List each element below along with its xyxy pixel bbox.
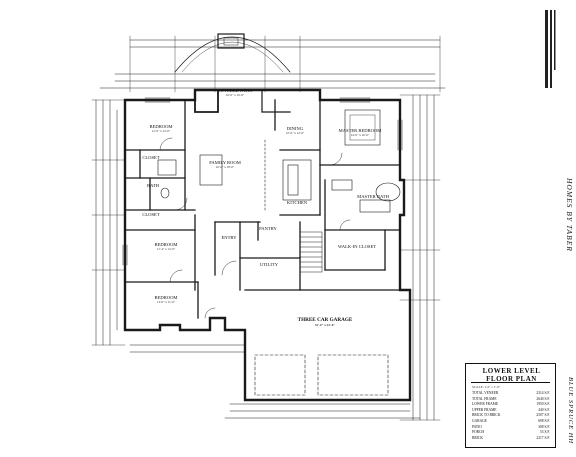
dimension-lines-left xyxy=(91,99,126,346)
area-row: PATIO 308 S.F. xyxy=(472,425,550,431)
room-dims: 16'-0" x 18'-0" xyxy=(215,165,235,169)
room-name: MASTER BEDROOM xyxy=(338,128,382,133)
area-label: GARAGE xyxy=(472,418,487,423)
room-label-bedroom-sw: BEDROOM 13'-0" x 11'-0" xyxy=(145,295,187,304)
room-label-bath: BATH xyxy=(147,183,159,188)
area-label: BRICK xyxy=(472,435,483,440)
area-value: 53 S.F. xyxy=(540,430,550,435)
room-dims: 14'-0" x 16'-0" xyxy=(350,133,370,137)
room-name: COVERED PATIO xyxy=(217,88,253,93)
area-row: BRICK TO BRICK 2507 S.F. xyxy=(472,413,550,419)
area-row: TOTAL VENEER 2314 S.F. xyxy=(472,391,550,397)
room-label-utility: UTILITY xyxy=(259,262,279,267)
area-row: GARAGE 698 S.F. xyxy=(472,419,550,425)
room-name: BEDROOM xyxy=(154,242,178,247)
room-label-bedroom-nw: BEDROOM 12'-0" x 12'-0" xyxy=(140,124,182,133)
room-dims: 16'-0" x 10'-0" xyxy=(225,93,245,97)
area-label: UPPER FRAME xyxy=(472,407,497,412)
room-label-walk-in-closet: WALK-IN CLOSET xyxy=(337,244,377,249)
plan-title: LOWER LEVEL FLOOR PLAN xyxy=(472,367,551,383)
room-label-bedroom-w: BEDROOM 11'-4" x 12'-0" xyxy=(145,242,187,251)
room-label-pantry: PANTRY xyxy=(259,226,277,231)
area-value: 440 S.F. xyxy=(538,407,550,412)
room-label-family-room: FAMILY ROOM 16'-0" x 18'-0" xyxy=(200,160,250,169)
area-label: BRICK TO BRICK xyxy=(472,413,501,418)
room-label-dining: DINING 12'-0" x 12'-0" xyxy=(275,126,315,135)
area-row: LOWER FRAME 1950 S.F. xyxy=(472,402,550,408)
plan-title-line-1: LOWER LEVEL xyxy=(482,367,541,375)
builder-name: HOMES BY TABER xyxy=(565,178,574,252)
room-label-closet-1: CLOSET xyxy=(142,155,160,160)
area-schedule: TOTAL VENEER 2314 S.F. TOTAL FRAME 2640 S.F… xyxy=(472,391,550,441)
room-label-kitchen: KITCHEN xyxy=(286,200,308,205)
room-label-garage: THREE CAR GARAGE 32'-0" x 24'-0" xyxy=(280,317,370,327)
door-swings xyxy=(159,137,351,319)
general-notes-strip xyxy=(545,10,556,88)
room-name: BEDROOM xyxy=(149,124,173,129)
area-value: 2217 S.F. xyxy=(536,435,550,440)
area-row: UPPER FRAME 440 S.F. xyxy=(472,408,550,414)
room-dims: 11'-4" x 12'-0" xyxy=(156,247,176,251)
room-label-entry: ENTRY xyxy=(221,235,237,240)
plan-scale: SCALE: 1/4" = 1'-0" xyxy=(472,385,501,389)
room-label-closet-2: CLOSET xyxy=(142,212,160,217)
fixtures xyxy=(157,109,401,213)
area-row: TOTAL FRAME 2640 S.F. xyxy=(472,397,550,403)
plan-title-line-2: FLOOR PLAN xyxy=(486,375,537,383)
covered-patio-arch xyxy=(174,33,291,73)
room-label-master-bath: MASTER BATH xyxy=(357,194,389,199)
room-name: DINING xyxy=(286,126,304,131)
garage-doors xyxy=(254,354,389,396)
area-value: 1950 S.F. xyxy=(536,402,550,407)
room-label-master-bedroom: MASTER BEDROOM 14'-0" x 16'-0" xyxy=(335,128,385,137)
area-row: BRICK 2217 S.F. xyxy=(472,436,550,442)
area-value: 698 S.F. xyxy=(538,418,550,423)
room-dims: 12'-0" x 12'-0" xyxy=(285,131,305,135)
room-dims: 12'-0" x 12'-0" xyxy=(151,129,171,133)
dimension-lines-top xyxy=(99,35,446,93)
area-label: PATIO xyxy=(472,424,482,429)
title-block: LOWER LEVEL FLOOR PLAN SCALE: 1/4" = 1'-… xyxy=(465,363,556,448)
area-value: 2314 S.F. xyxy=(536,391,550,395)
room-name: THREE CAR GARAGE xyxy=(297,317,353,323)
area-value: 2507 S.F. xyxy=(536,413,550,418)
title-divider xyxy=(471,382,550,383)
room-label-covered-patio: COVERED PATIO 16'-0" x 10'-0" xyxy=(210,88,260,97)
room-dims: 13'-0" x 11'-0" xyxy=(156,300,176,304)
room-name: FAMILY ROOM xyxy=(209,160,241,165)
stair xyxy=(299,231,323,273)
room-name: BEDROOM xyxy=(154,295,178,300)
area-label: PORCH xyxy=(472,430,484,435)
area-label: LOWER FRAME xyxy=(472,402,499,407)
windows xyxy=(122,97,403,266)
area-value: 308 S.F. xyxy=(538,424,550,429)
area-label: TOTAL FRAME xyxy=(472,396,497,401)
dimension-lines-bottom xyxy=(129,344,421,419)
area-row: PORCH 53 S.F. xyxy=(472,430,550,436)
dimension-lines-right xyxy=(399,94,441,421)
room-dims: 32'-0" x 24'-0" xyxy=(314,323,336,327)
area-label: TOTAL VENEER xyxy=(472,391,499,395)
area-value: 2640 S.F. xyxy=(536,396,550,401)
plan-name: BLUE SPRUCE HH xyxy=(567,377,574,445)
